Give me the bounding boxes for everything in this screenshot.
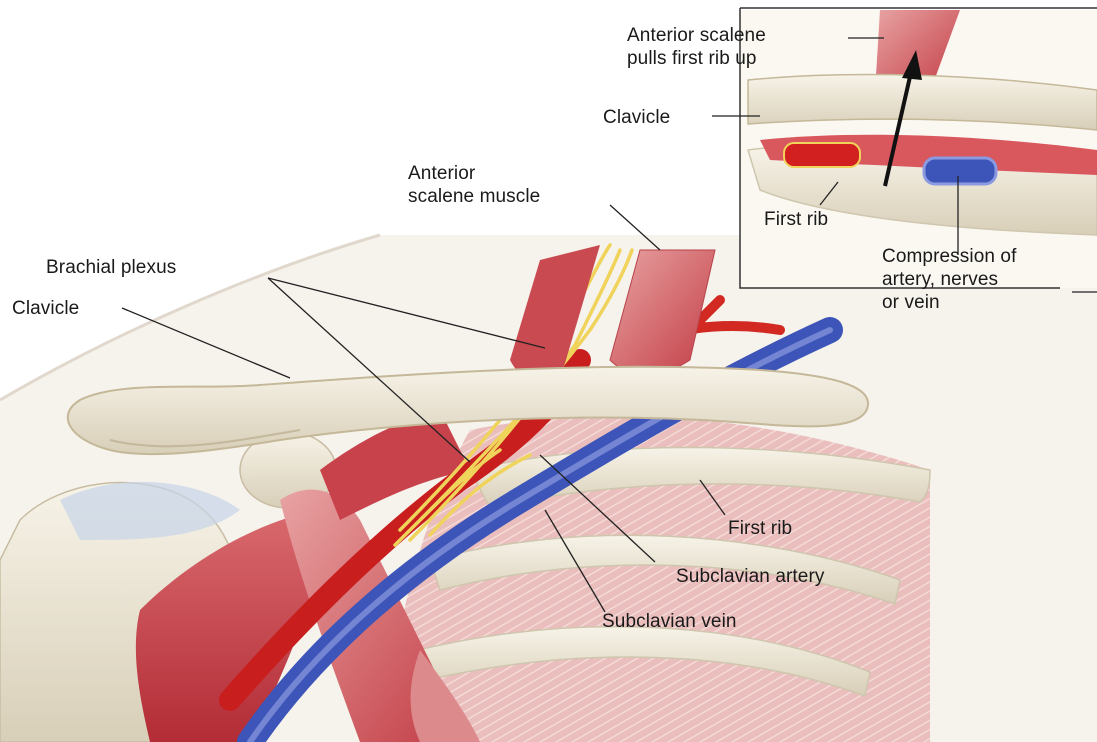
label-inset-compression: Compression of artery, nerves or vein — [882, 245, 1016, 314]
inset-artery — [784, 143, 860, 167]
label-anterior-scalene-muscle: Anterior scalene muscle — [408, 162, 540, 208]
label-inset-clavicle: Clavicle — [603, 106, 670, 129]
label-inset-first-rib: First rib — [764, 208, 828, 231]
label-first-rib: First rib — [728, 517, 792, 540]
label-subclavian-vein: Subclavian vein — [602, 610, 737, 633]
label-inset-anterior-scalene: Anterior scalene pulls first rib up — [627, 24, 766, 70]
inset-vein — [924, 158, 996, 184]
label-clavicle: Clavicle — [12, 297, 79, 320]
label-subclavian-artery: Subclavian artery — [676, 565, 825, 588]
label-brachial-plexus: Brachial plexus — [46, 256, 176, 279]
